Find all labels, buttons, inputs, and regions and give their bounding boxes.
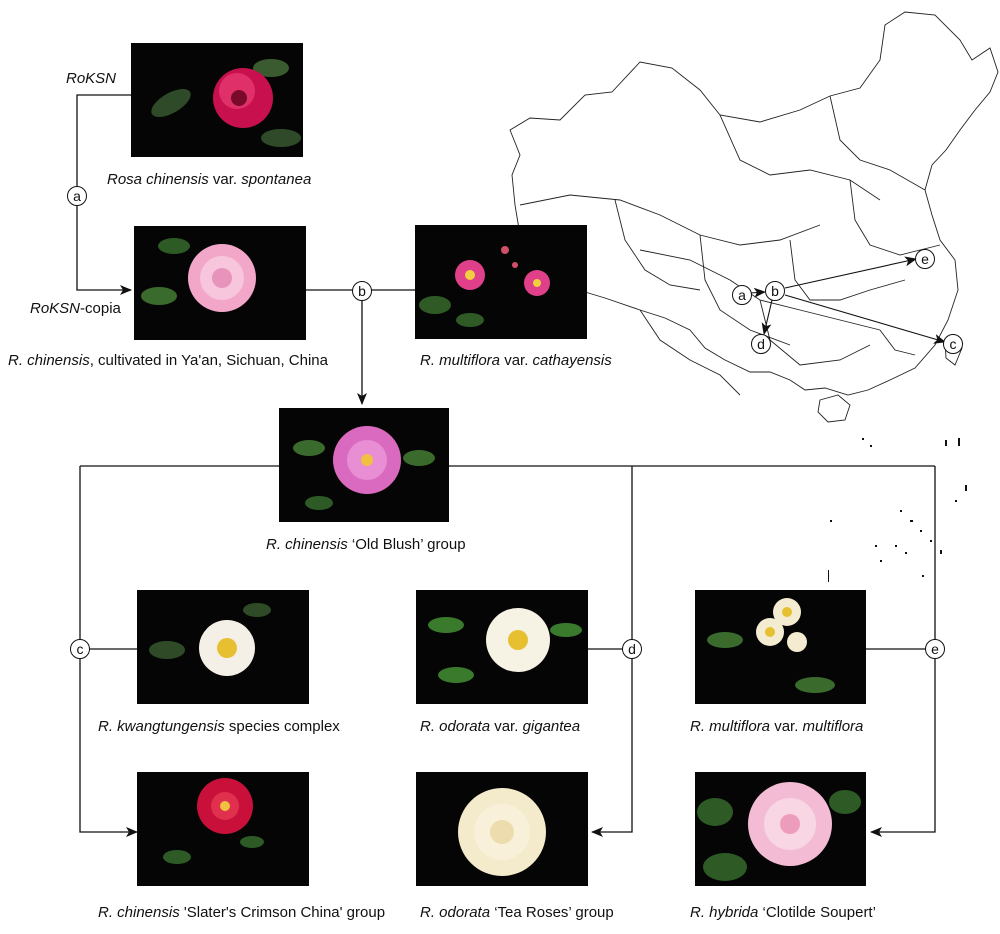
label-slaters: R. chinensis 'Slater's Crimson China' gr… — [98, 904, 385, 922]
label-old-blush-i1: R. chinensis — [266, 536, 348, 553]
edge-d — [591, 466, 633, 837]
map-node-d: d — [751, 334, 771, 354]
china-map — [509, 11, 999, 423]
label-gigantea-i2: gigantea — [522, 718, 581, 735]
label-yaan-i1: R. chinensis — [8, 352, 90, 369]
label-yaan: R. chinensis, cultivated in Ya'an, Sichu… — [8, 352, 328, 370]
gene-roksn: RoKSN — [66, 70, 117, 87]
label-kwangtungensis-i1: R. kwangtungensis — [98, 718, 225, 735]
photo-yaan — [134, 226, 306, 340]
label-old-blush: R. chinensis ‘Old Blush’ group — [266, 536, 466, 554]
label-yaan-t1: , cultivated in Ya'an, Sichuan, China — [89, 352, 328, 369]
node-e: e — [925, 639, 945, 659]
label-gigantea: R. odorata var. gigantea — [420, 718, 580, 736]
label-old-blush-t1: ‘Old Blush’ group — [347, 536, 466, 553]
map-arrows — [749, 256, 946, 344]
label-tea-roses-t1: ‘Tea Roses’ group — [490, 904, 614, 921]
label-clotilde-t1: ‘Clotilde Soupert’ — [758, 904, 876, 921]
photo-kwangtungensis — [137, 590, 309, 704]
label-kwangtungensis: R. kwangtungensis species complex — [98, 718, 340, 736]
photo-multiflora — [695, 590, 866, 704]
gene-roksn-copia-italic: RoKSN — [30, 300, 81, 317]
label-spontanea-i2: spontanea — [241, 171, 312, 188]
label-multiflora: R. multiflora var. multiflora — [690, 718, 863, 736]
photo-spontanea — [131, 43, 303, 157]
photo-tea-roses — [416, 772, 588, 886]
label-slaters-i1: R. chinensis — [98, 904, 180, 921]
map-node-b: b — [765, 281, 785, 301]
photo-gigantea — [416, 590, 588, 704]
label-slaters-t1: 'Slater's Crimson China' group — [179, 904, 386, 921]
label-tea-roses: R. odorata ‘Tea Roses’ group — [420, 904, 614, 922]
edge-c — [79, 466, 138, 837]
label-clotilde-i1: R. hybrida — [690, 904, 759, 921]
label-cathayensis-i1: R. multiflora — [420, 352, 501, 369]
node-b: b — [352, 281, 372, 301]
label-multiflora-t1: var. — [770, 718, 803, 735]
label-kwangtungensis-t1: species complex — [224, 718, 340, 735]
photo-clotilde — [695, 772, 866, 886]
map-node-a: a — [732, 285, 752, 305]
gene-roksn-copia-suffix: -copia — [80, 300, 121, 317]
label-cathayensis-i2: cathayensis — [532, 352, 612, 369]
node-d: d — [622, 639, 642, 659]
label-spontanea-i1: Rosa chinensis — [107, 171, 209, 188]
map-node-e: e — [915, 249, 935, 269]
photo-cathayensis — [415, 225, 587, 339]
label-multiflora-i2: multiflora — [802, 718, 864, 735]
label-clotilde: R. hybrida ‘Clotilde Soupert’ — [690, 904, 876, 922]
label-cathayensis: R. multiflora var. cathayensis — [420, 352, 612, 370]
label-cathayensis-t1: var. — [500, 352, 533, 369]
photo-old-blush — [279, 408, 449, 522]
label-gigantea-t1: var. — [490, 718, 523, 735]
edge-e — [870, 466, 936, 837]
label-spontanea: Rosa chinensis var. spontanea — [107, 171, 311, 189]
sea-islands — [828, 438, 967, 582]
label-tea-roses-i1: R. odorata — [420, 904, 491, 921]
node-c: c — [70, 639, 90, 659]
map-node-c: c — [943, 334, 963, 354]
photo-slaters — [137, 772, 309, 886]
label-multiflora-i1: R. multiflora — [690, 718, 771, 735]
label-spontanea-t1: var. — [208, 171, 242, 188]
label-gigantea-i1: R. odorata — [420, 718, 491, 735]
gene-roksn-copia: RoKSN-copia — [30, 300, 121, 317]
node-a: a — [67, 186, 87, 206]
